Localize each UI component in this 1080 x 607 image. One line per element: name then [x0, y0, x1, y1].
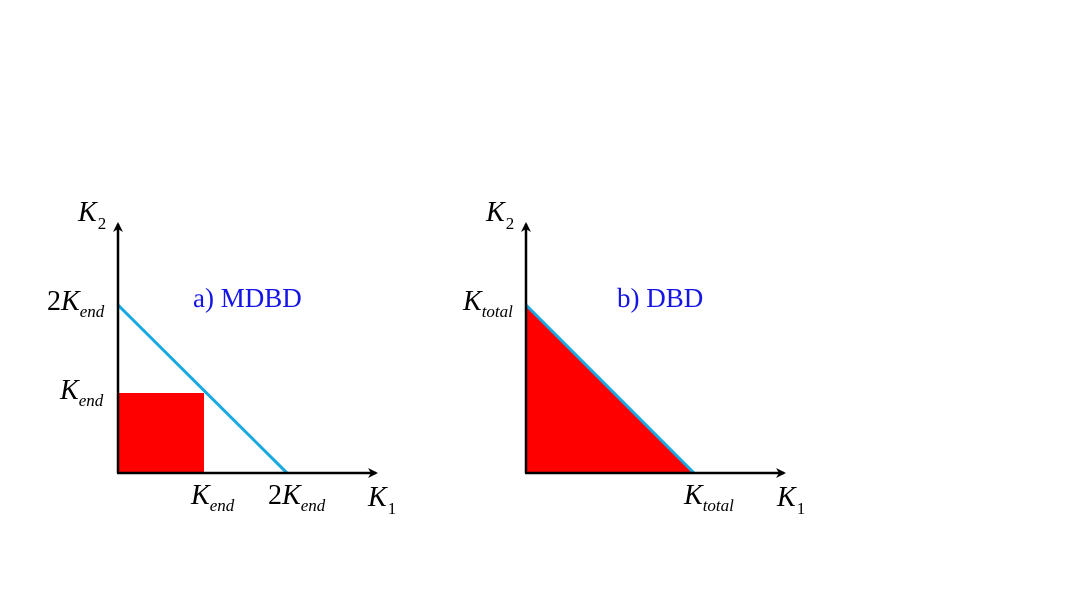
- panel-a-y-tick-2kend: 2Kend: [47, 286, 105, 321]
- panel-a-x-tick-2kend: 2Kend: [268, 480, 326, 515]
- panel-b-y-tick-ktotal: Ktotal: [462, 286, 513, 321]
- panel-b-y-axis-label: K2: [485, 197, 514, 233]
- panel-a: a) MDBD K2 K1 2Kend Kend Kend 2Kend: [47, 197, 396, 518]
- panel-a-boundary-line: [116, 303, 289, 475]
- panel-b-x-tick-ktotal: Ktotal: [683, 480, 734, 515]
- panel-a-x-axis-label: K1: [367, 482, 396, 518]
- panel-a-y-axis-label: K2: [77, 197, 106, 233]
- panel-a-feasible-square: [118, 393, 204, 473]
- panel-a-title: a) MDBD: [193, 283, 302, 313]
- panel-a-x-tick-kend: Kend: [190, 480, 235, 515]
- panel-b-boundary-line: [524, 303, 696, 475]
- panel-a-y-tick-kend: Kend: [59, 375, 104, 410]
- panel-b: b) DBD K2 K1 Ktotal Ktotal: [462, 197, 805, 518]
- panel-b-x-axis-label: K1: [776, 482, 805, 518]
- panel-b-title: b) DBD: [617, 283, 703, 313]
